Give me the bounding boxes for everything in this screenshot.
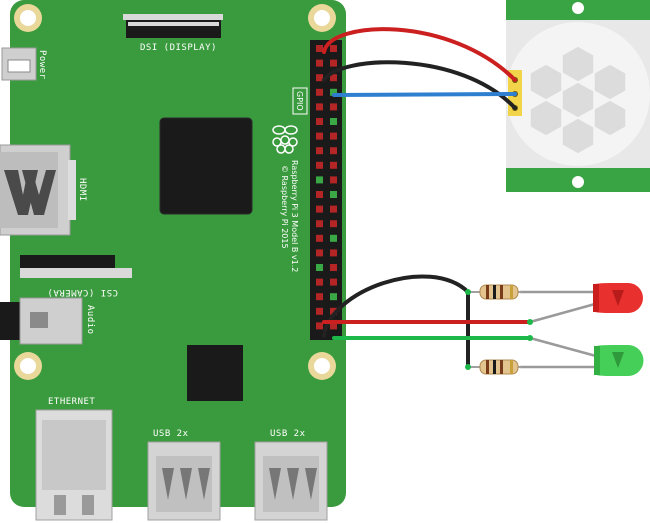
pir-wires bbox=[322, 27, 517, 110]
gpio-pin bbox=[316, 249, 323, 257]
audio-jack: Audio bbox=[0, 297, 95, 345]
usb-controller-chip bbox=[187, 345, 243, 401]
ground-rail bbox=[322, 274, 470, 369]
usb-1-label: USB 2x bbox=[153, 429, 189, 439]
wire-blue-signal bbox=[332, 92, 517, 97]
gpio-pin bbox=[316, 88, 323, 96]
hdmi-label: HDMI bbox=[77, 178, 87, 202]
gpio-pin bbox=[316, 234, 323, 242]
pcb bbox=[10, 0, 346, 507]
ethernet-port: ETHERNET bbox=[35, 397, 113, 521]
led-circuit bbox=[322, 274, 644, 376]
red-led bbox=[593, 283, 643, 313]
soc-chip bbox=[160, 118, 252, 214]
gpio-pin bbox=[330, 191, 337, 198]
gpio-pin bbox=[330, 322, 337, 330]
pir-lens-segments bbox=[529, 45, 627, 155]
board-model-text: Raspberry Pi 3 Model B v1.2 bbox=[290, 160, 299, 272]
gpio-label: GPIO bbox=[295, 91, 304, 111]
pir-motion-sensor bbox=[506, 0, 650, 192]
gpio-pin bbox=[316, 103, 323, 111]
gpio-pin bbox=[316, 118, 323, 125]
wire-red-5v bbox=[322, 27, 517, 82]
gpio-pin bbox=[330, 220, 337, 228]
resistor-1 bbox=[468, 284, 522, 300]
csi-label: CSI (CAMERA) bbox=[47, 287, 118, 297]
gpio-pin bbox=[330, 249, 337, 257]
hdmi-connector: HDMI bbox=[0, 144, 87, 236]
gpio-pin bbox=[330, 278, 337, 286]
power-connector: Power bbox=[1, 47, 47, 81]
dsi-label: DSI (DISPLAY) bbox=[140, 43, 217, 53]
gpio-header bbox=[310, 40, 342, 340]
gpio-pin bbox=[316, 45, 323, 52]
gpio-pin bbox=[316, 293, 323, 301]
gpio-pin bbox=[330, 45, 337, 52]
gpio-pin bbox=[316, 132, 323, 140]
gpio-pin bbox=[316, 278, 323, 286]
gpio-pin bbox=[316, 176, 323, 184]
gpio-pin bbox=[316, 59, 323, 67]
gpio-pin bbox=[330, 161, 337, 169]
usb-port-1: USB 2x bbox=[147, 429, 221, 521]
usb-2-label: USB 2x bbox=[270, 429, 306, 439]
usb-port-2: USB 2x bbox=[254, 429, 328, 521]
green-led bbox=[594, 345, 644, 376]
csi-connector: CSI (CAMERA) bbox=[20, 255, 132, 297]
dsi-connector: DSI (DISPLAY) bbox=[123, 14, 223, 53]
wire-black-gnd bbox=[322, 60, 517, 110]
ethernet-label: ETHERNET bbox=[48, 397, 95, 407]
board-copyright-text: © Raspberry Pi 2015 bbox=[280, 165, 289, 249]
gpio-pin bbox=[330, 132, 337, 140]
gpio-pin bbox=[330, 88, 337, 96]
gpio-pin bbox=[316, 205, 323, 213]
audio-label: Audio bbox=[85, 305, 95, 335]
gpio-pin bbox=[330, 74, 337, 82]
gpio-pin bbox=[330, 234, 337, 242]
gpio-pin bbox=[330, 59, 337, 67]
power-label: Power bbox=[37, 50, 47, 80]
gpio-pin bbox=[330, 103, 337, 111]
mounting-holes bbox=[14, 4, 336, 380]
led-leads bbox=[520, 290, 597, 369]
gpio-pin bbox=[316, 161, 323, 169]
gpio-pin bbox=[330, 307, 337, 315]
gpio-pin bbox=[330, 293, 337, 301]
gpio-pin bbox=[316, 147, 323, 155]
gpio-pin bbox=[316, 264, 323, 271]
gpio-pin bbox=[330, 176, 337, 184]
gpio-pin bbox=[330, 147, 337, 155]
raspberry-logo-icon bbox=[272, 125, 298, 154]
gpio-label-box: GPIO bbox=[292, 87, 308, 115]
raspberry-pi-board: DSI (DISPLAY) Power HDMI bbox=[0, 0, 346, 521]
gpio-pin bbox=[316, 307, 323, 315]
gpio-pin bbox=[330, 264, 337, 271]
gpio-pin bbox=[316, 322, 323, 330]
gpio-pin bbox=[316, 191, 323, 198]
gpio-pin bbox=[316, 74, 323, 82]
wire-black-led-gnd bbox=[322, 274, 470, 338]
gpio-pin bbox=[330, 118, 337, 125]
gpio-pin bbox=[330, 205, 337, 213]
resistor-2 bbox=[468, 359, 522, 375]
gpio-pin bbox=[316, 220, 323, 228]
